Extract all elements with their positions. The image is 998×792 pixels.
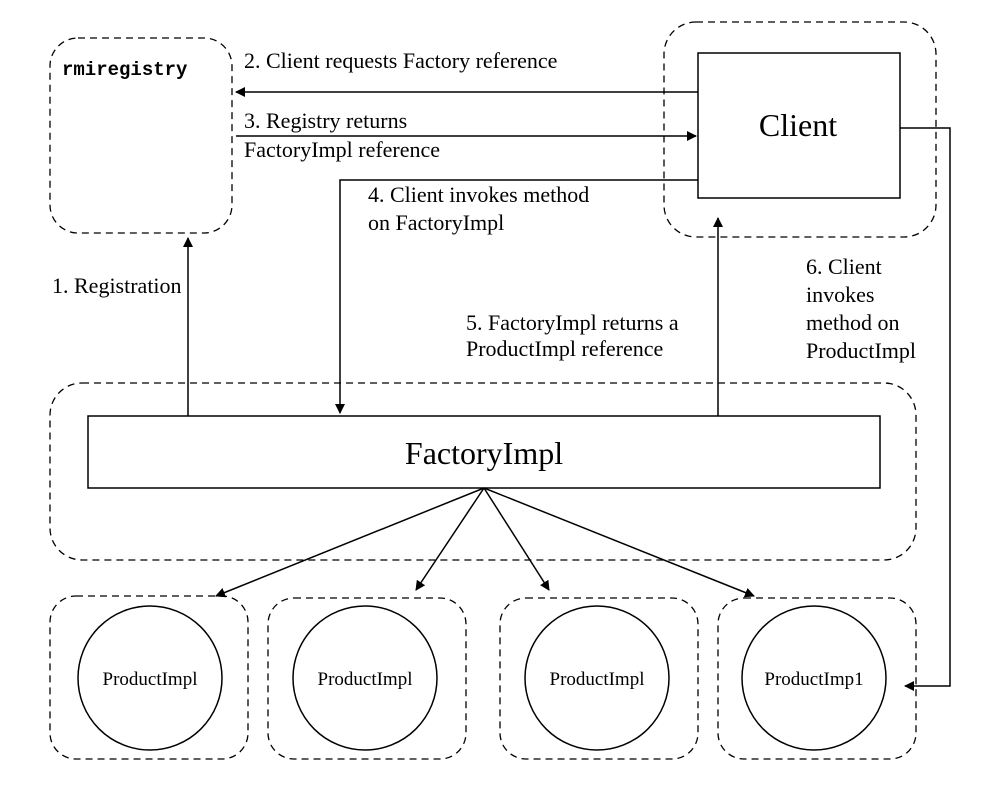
client-box bbox=[697, 52, 901, 199]
rmiregistry-container bbox=[49, 37, 233, 234]
product-container-1 bbox=[49, 595, 249, 760]
product-container-2 bbox=[267, 597, 467, 760]
edge-label-client-invokes-factory-1: 4. Client invokes method bbox=[368, 182, 589, 207]
client-container bbox=[663, 21, 937, 238]
factory-impl-label: FactoryImpl bbox=[405, 435, 563, 471]
edge-label-factory-returns-2: ProductImpl reference bbox=[466, 336, 663, 361]
edge-label-registration: 1. Registration bbox=[52, 273, 182, 298]
factory-to-product-arrow-3 bbox=[483, 487, 550, 591]
factory-impl-box bbox=[87, 415, 881, 489]
product-impl-node-4 bbox=[741, 605, 887, 751]
product-container-3 bbox=[499, 597, 699, 760]
edge-label-client-invokes-factory-2: on FactoryImpl bbox=[368, 210, 504, 235]
edge-label-client-invokes-product-4: ProductImpl bbox=[806, 338, 916, 363]
edge-label-registry-returns-2: FactoryImpl reference bbox=[244, 137, 440, 162]
edge-label-registry-returns-1: 3. Registry returns bbox=[244, 108, 407, 133]
factory-container bbox=[49, 382, 917, 561]
product-impl-node-3 bbox=[524, 605, 670, 751]
product-impl-label-4: ProductImp1 bbox=[764, 669, 863, 690]
rmiregistry-label: rmiregistry bbox=[62, 59, 188, 81]
product-container-4 bbox=[717, 597, 917, 760]
edge-label-client-invokes-product-2: invokes bbox=[806, 282, 874, 307]
product-impl-node-2 bbox=[292, 605, 438, 751]
product-impl-label-1: ProductImpl bbox=[103, 669, 198, 690]
client-invokes-factory-arrow bbox=[335, 179, 698, 414]
edge-label-client-invokes-product-1: 6. Client bbox=[806, 254, 882, 279]
product-impl-node-1 bbox=[77, 605, 223, 751]
factory-to-product-arrow-4 bbox=[483, 487, 755, 598]
client-invokes-product-arrow bbox=[900, 127, 951, 691]
product-impl-label-3: ProductImpl bbox=[550, 669, 645, 690]
client-label: Client bbox=[759, 107, 837, 143]
edge-label-client-invokes-product-3: method on bbox=[806, 310, 900, 335]
factory-to-product-arrow-2 bbox=[415, 487, 485, 591]
product-impl-label-2: ProductImpl bbox=[318, 669, 413, 690]
edge-label-factory-returns-1: 5. FactoryImpl returns a bbox=[466, 310, 679, 335]
edge-label-client-requests: 2. Client requests Factory reference bbox=[244, 48, 557, 73]
factory-to-product-arrow-1 bbox=[215, 487, 485, 598]
